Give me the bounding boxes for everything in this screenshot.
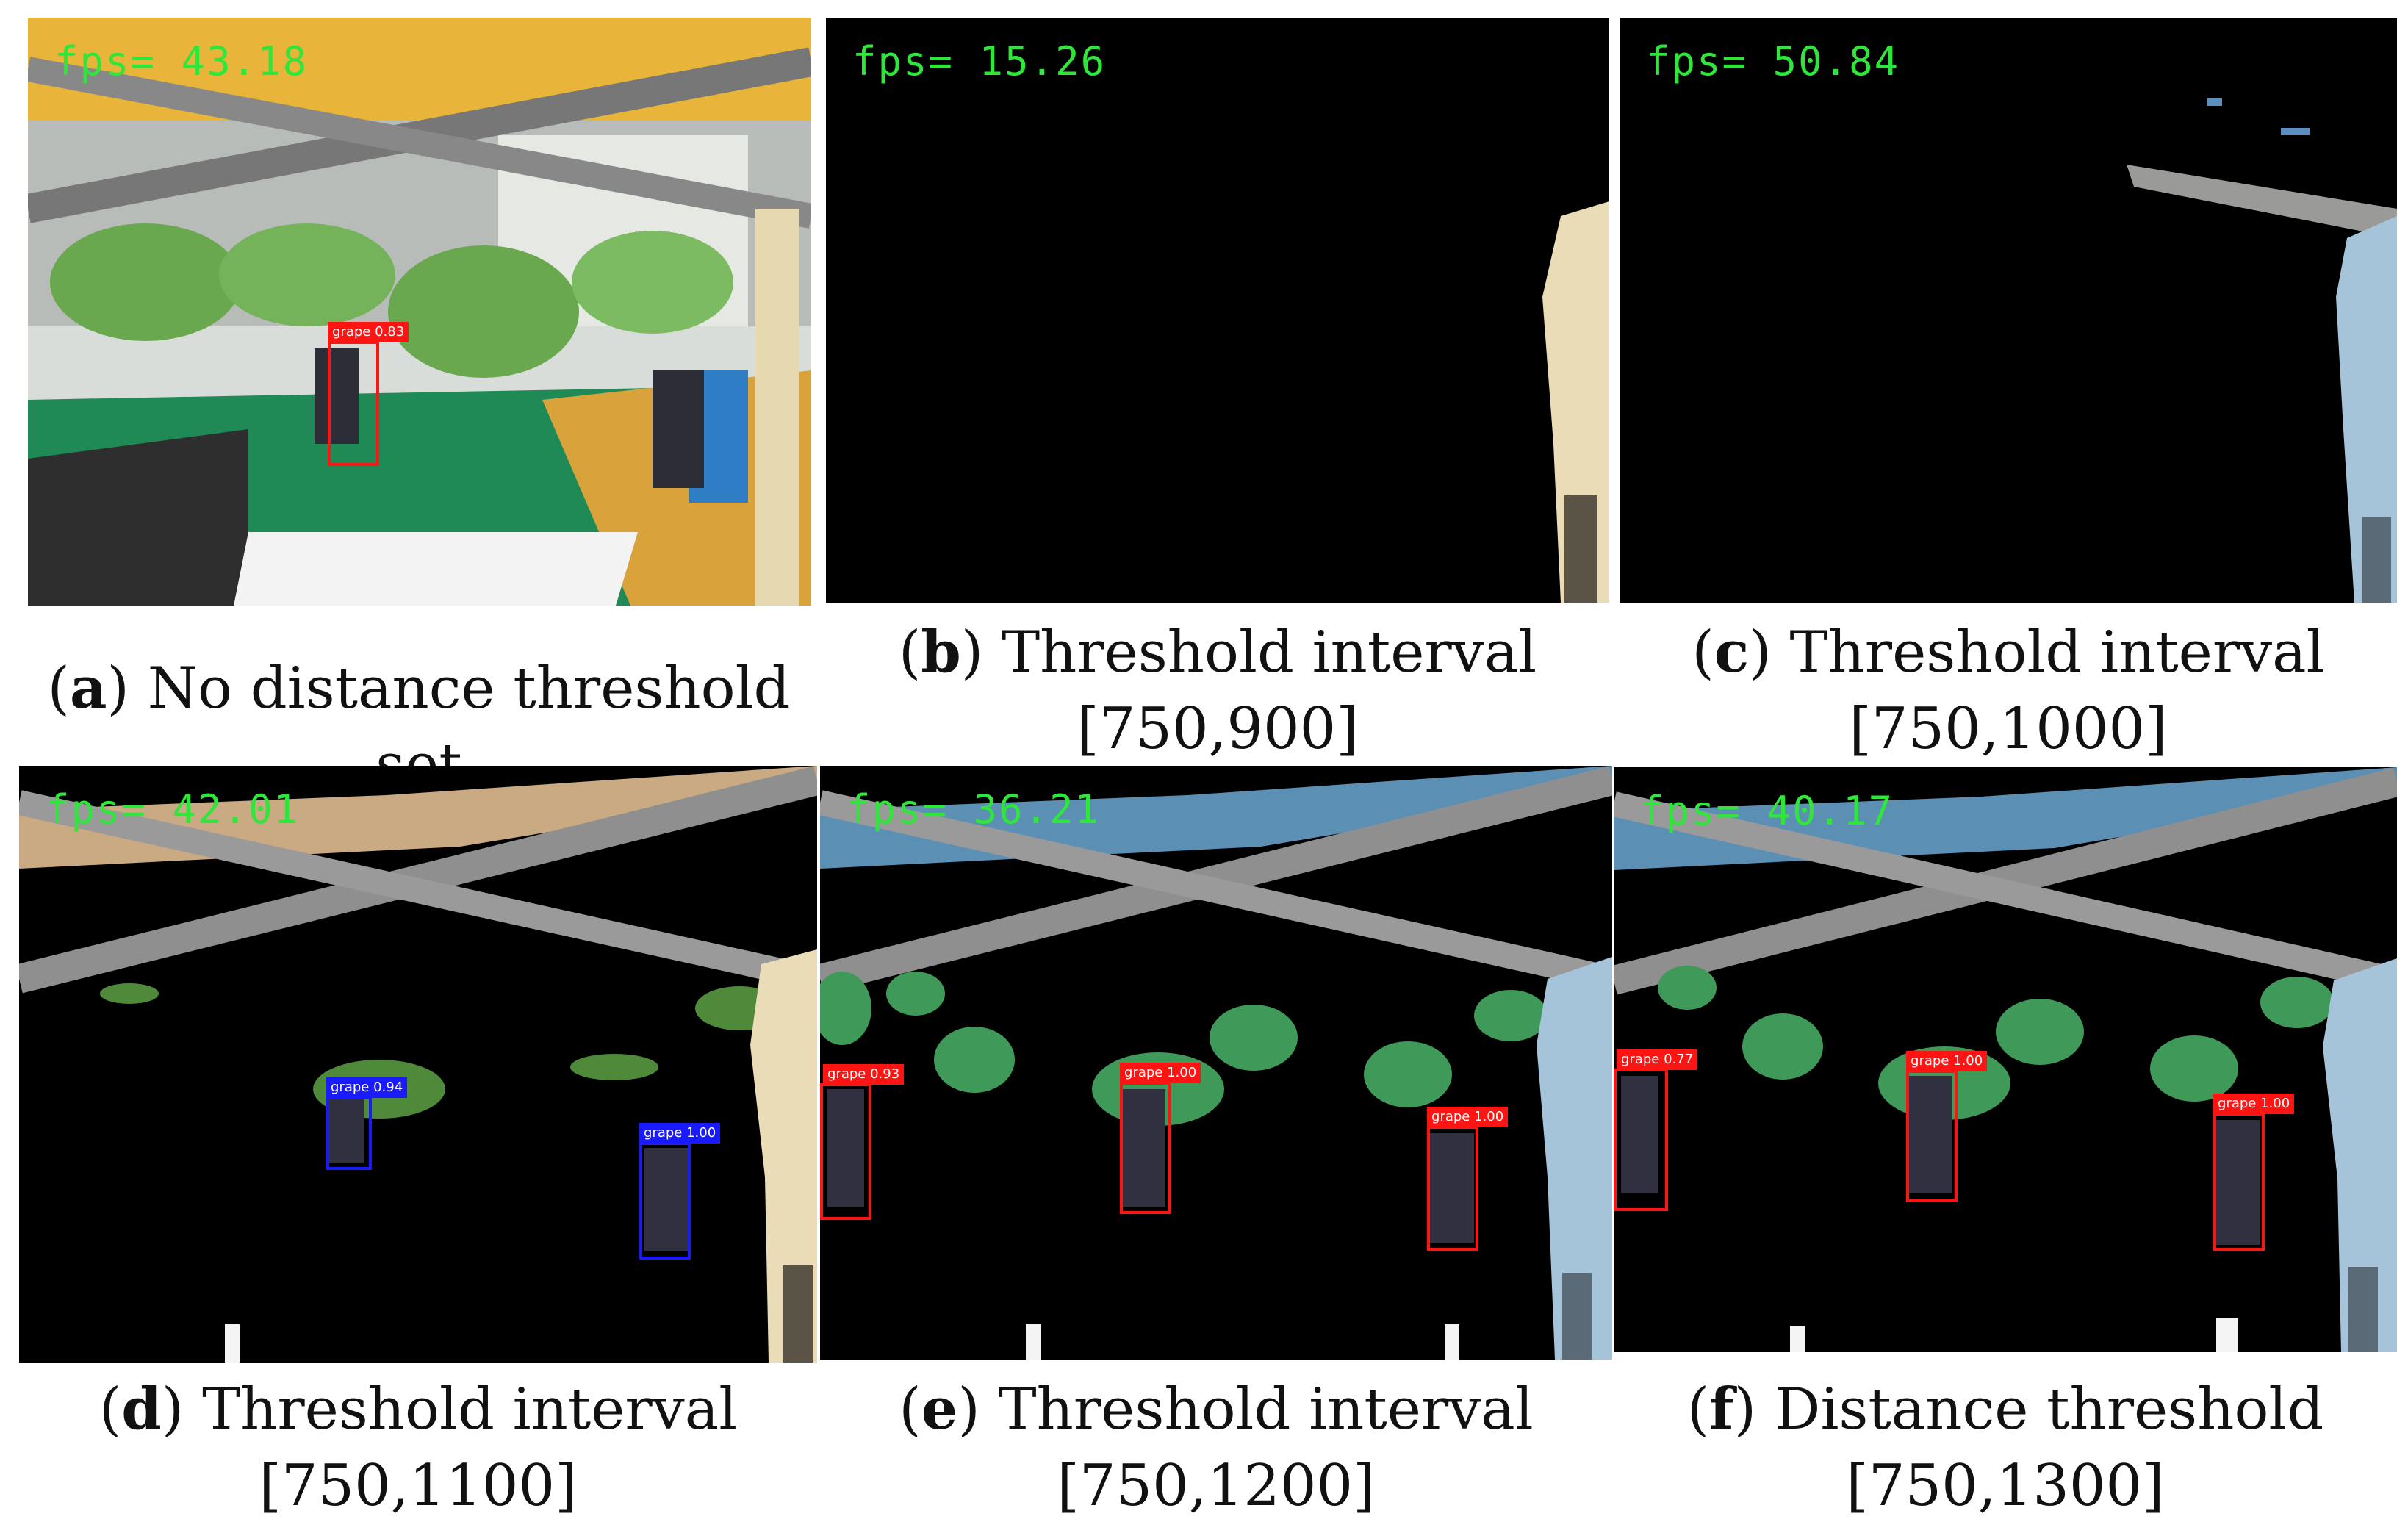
fps-readout: fps= 15.26: [852, 38, 1107, 85]
caption-d: (d) Threshold interval[750,1100]: [98, 1376, 738, 1519]
detection-label: grape 1.00: [2213, 1094, 2295, 1114]
filtered-scene: [1614, 767, 2397, 1352]
panel-b-depth-filtered: fps= 15.26: [826, 18, 1609, 603]
filtered-scene: [1542, 201, 1609, 603]
detection-label: grape 0.77: [1617, 1049, 1698, 1070]
filtered-scene: [820, 766, 1612, 1360]
panel-e-depth-filtered: fps= 36.21 grape 0.93 grape 1.00 grape 1…: [820, 766, 1612, 1360]
fps-readout: fps= 50.84: [1646, 38, 1900, 85]
detection-label: grape 1.00: [1427, 1107, 1509, 1127]
fps-readout: fps= 42.01: [46, 786, 300, 833]
caption-text: Threshold interval: [1002, 620, 1537, 686]
caption-letter: b: [921, 619, 961, 686]
caption-c: (c) Threshold interval[750,1000]: [1692, 619, 2325, 762]
greenhouse-scene: [28, 18, 811, 606]
caption-letter: c: [1714, 619, 1750, 686]
detection-label: grape 1.00: [1120, 1063, 1201, 1083]
caption-letter: d: [121, 1376, 162, 1443]
caption-text: Threshold interval: [998, 1376, 1534, 1443]
detection-label: grape 1.00: [639, 1123, 721, 1144]
caption-letter: f: [1709, 1376, 1734, 1443]
fps-readout: fps= 43.18: [54, 38, 309, 85]
caption-text: Threshold interval: [202, 1376, 738, 1443]
grape-detection-box: grape 1.00: [1120, 1063, 1201, 1214]
caption-text: No distance threshold set: [147, 656, 791, 798]
detection-label: grape 0.94: [326, 1077, 408, 1098]
caption-f: (f) Distance threshold[750,1300]: [1686, 1376, 2324, 1519]
filtered-scene: [2127, 98, 2397, 603]
grape-detection-box: grape 1.00: [639, 1123, 721, 1260]
caption-interval: [750,1000]: [1849, 696, 2168, 762]
grape-detection-box: grape 0.94: [326, 1077, 408, 1170]
caption-interval: [750,1300]: [1846, 1453, 2165, 1519]
grape-detection-box: grape 1.00: [1906, 1051, 1988, 1202]
fps-readout: fps= 40.17: [1640, 788, 1894, 834]
caption-b: (b) Threshold interval[750,900]: [898, 619, 1537, 762]
grape-detection-box: grape 0.93: [820, 1064, 905, 1220]
caption-e: (e) Threshold interval[750,1200]: [899, 1376, 1534, 1519]
detection-label: grape 1.00: [1906, 1051, 1988, 1071]
caption-text: Distance threshold: [1774, 1376, 2324, 1443]
panel-c-depth-filtered: fps= 50.84: [1620, 18, 2397, 603]
detection-label: grape 0.83: [328, 322, 409, 342]
fps-readout: fps= 36.21: [847, 786, 1101, 833]
grape-detection-box: grape 1.00: [1427, 1107, 1509, 1251]
grape-detection-box: grape 0.77: [1614, 1049, 1698, 1211]
caption-letter: a: [69, 655, 107, 722]
caption-a: (a) No distance threshold set: [47, 655, 791, 798]
caption-interval: [750,900]: [1077, 696, 1359, 762]
caption-interval: [750,1100]: [259, 1453, 578, 1519]
caption-letter: e: [921, 1376, 958, 1443]
grape-detection-box: grape 0.83: [328, 322, 409, 466]
caption-text: Threshold interval: [1789, 620, 2325, 686]
filtered-scene: [19, 766, 817, 1363]
grape-detection-box: grape 1.00: [2213, 1094, 2295, 1251]
panel-d-depth-filtered: fps= 42.01 grape 0.94 grape 1.00: [19, 766, 817, 1363]
panel-f-depth-filtered: fps= 40.17 grape 0.77 grape 1.00 grape 1…: [1614, 767, 2397, 1352]
detection-label: grape 0.93: [823, 1064, 905, 1085]
panel-a-rgb-image: fps= 43.18 grape 0.83: [28, 18, 811, 606]
caption-interval: [750,1200]: [1057, 1453, 1376, 1519]
